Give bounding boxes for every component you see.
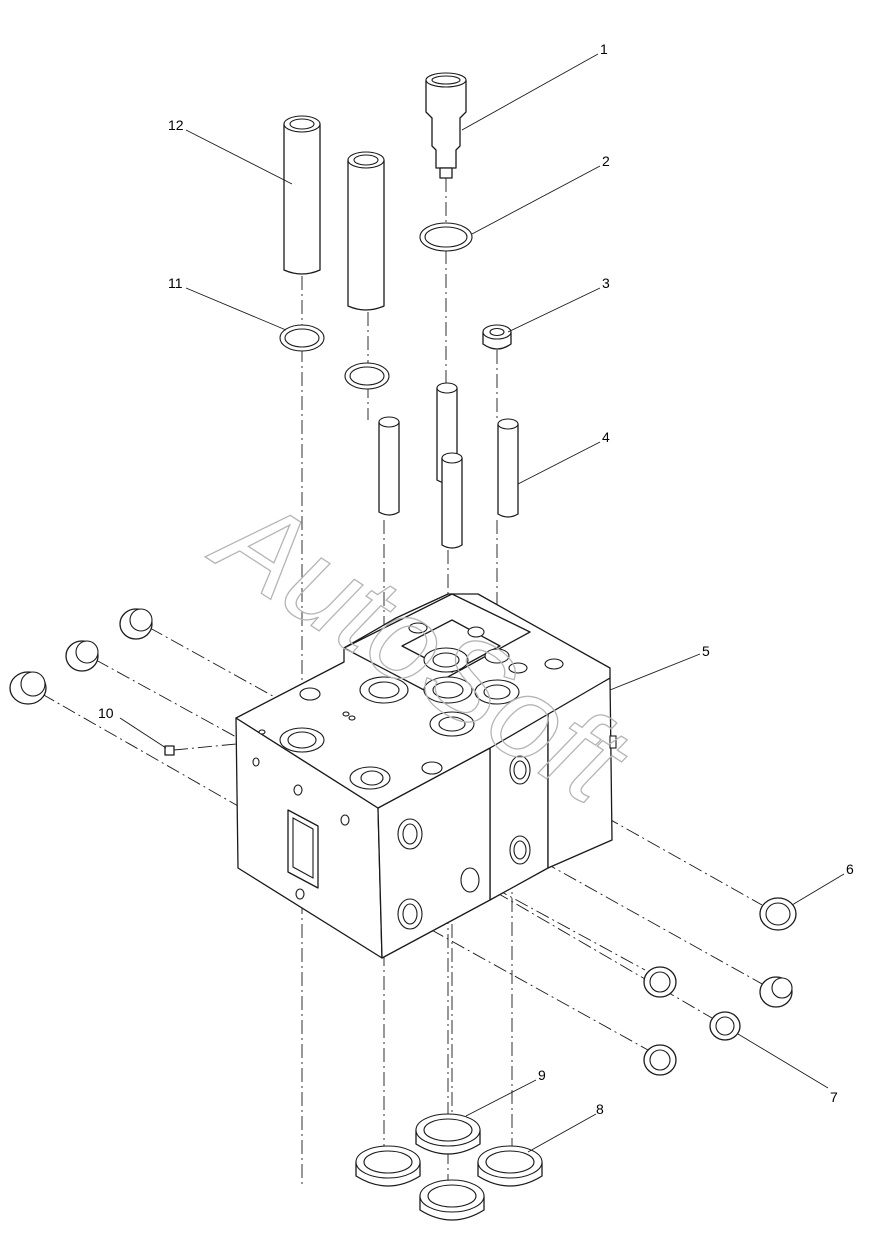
callout-2: 2 — [602, 153, 610, 169]
callout-5: 5 — [702, 643, 710, 659]
callout-1: 1 — [600, 41, 608, 57]
callout-9: 9 — [538, 1067, 546, 1083]
left-plugs — [9, 608, 153, 705]
injector-sleeve — [425, 72, 467, 179]
leader-lines — [119, 53, 845, 1153]
callout-10: 10 — [98, 705, 114, 721]
valve-guides — [378, 382, 519, 549]
valve-seat-rings — [355, 1113, 543, 1221]
callout-4: 4 — [602, 429, 610, 445]
right-plugs — [643, 897, 797, 1076]
callout-8: 8 — [596, 1101, 604, 1117]
cylinder-head-block — [235, 593, 617, 959]
callout-6: 6 — [846, 861, 854, 877]
push-rod-tubes — [283, 115, 385, 311]
seal-rings-11 — [279, 324, 390, 390]
callout-3: 3 — [602, 275, 610, 291]
callout-11: 11 — [168, 275, 183, 291]
small-pin — [164, 743, 237, 756]
cap-nut — [482, 324, 512, 350]
callout-7: 7 — [830, 1089, 838, 1105]
callout-12: 12 — [168, 117, 184, 133]
callout-labels: 1 2 3 4 5 6 7 8 9 10 11 12 — [98, 41, 854, 1117]
o-ring-2 — [419, 222, 473, 252]
